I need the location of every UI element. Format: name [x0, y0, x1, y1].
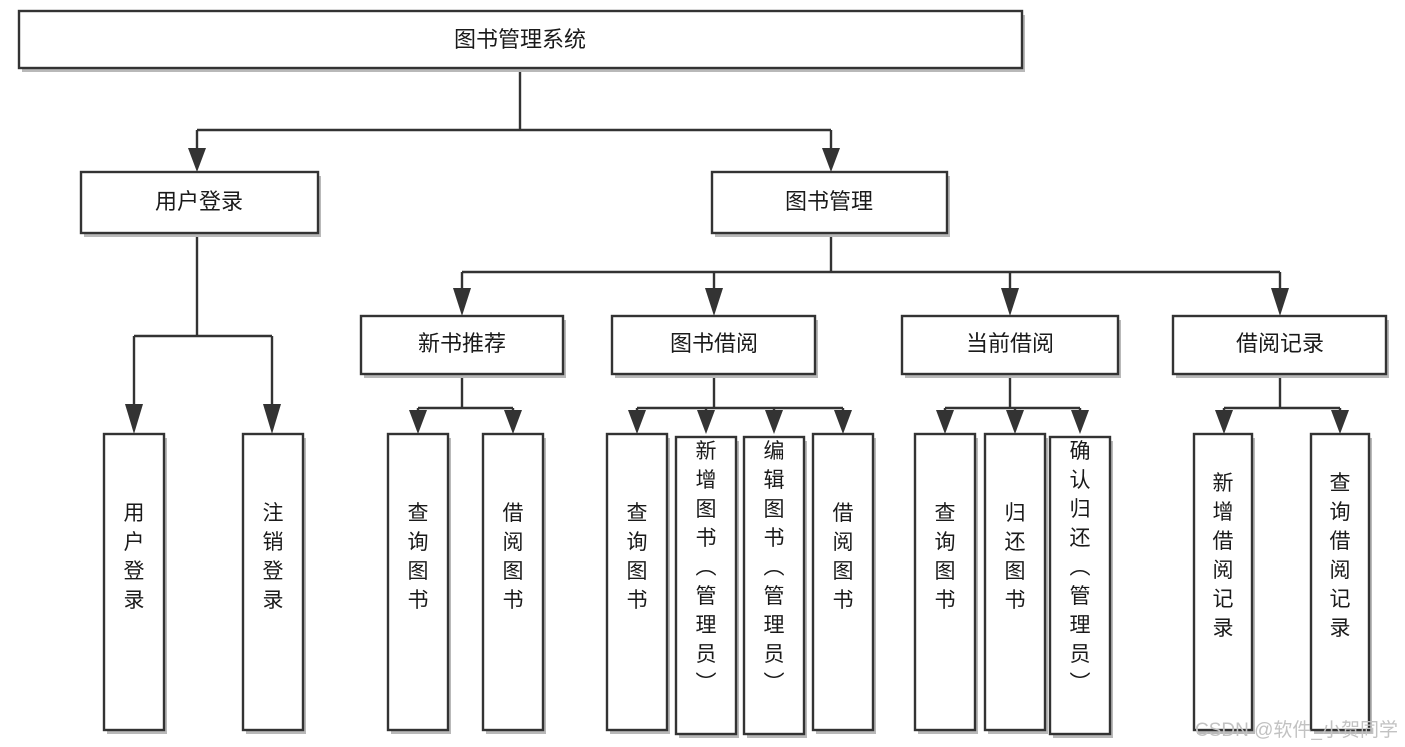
arrow-head-leaf-logout-login [263, 404, 281, 434]
arrow-head-leaf-query-record [1331, 410, 1349, 434]
arrow-head-leaf-borrow-book-1 [504, 410, 522, 434]
arrow-head-leaf-borrow-book-2 [834, 410, 852, 434]
leaf-confirm-return[interactable]: 确认归还︵管理员︶ [1048, 435, 1113, 738]
leaf-query-book-2-rect [605, 432, 669, 732]
leaf-edit-book-rect [742, 435, 806, 736]
node-current-borrow-label: 当前借阅 [966, 331, 1054, 356]
leaf-confirm-return-label: 确认归还︵管理员︶ [1070, 440, 1091, 695]
leaf-logout-login[interactable]: 注销登录 [241, 432, 306, 734]
leaf-query-book-1[interactable]: 查询图书 [386, 432, 451, 734]
leaf-user-login-rect [102, 432, 166, 732]
leaf-add-record[interactable]: 新增借阅记录 [1192, 432, 1255, 734]
leaf-edit-book[interactable]: 编辑图书︵管理员︶ [742, 435, 807, 738]
node-current-borrow[interactable]: 当前借阅 [900, 314, 1121, 378]
arrow-head-user-login [188, 148, 206, 172]
arrow-head-leaf-return-book [1006, 410, 1024, 434]
leaf-logout-login-label: 注销登录 [263, 502, 284, 612]
arrow-head-current-borrow [1001, 288, 1019, 316]
node-new-book-recommend[interactable]: 新书推荐 [359, 314, 566, 378]
arrow-head-leaf-query-book-3 [936, 410, 954, 434]
leaf-confirm-return-rect [1048, 435, 1112, 736]
node-book-borrow-label: 图书借阅 [670, 331, 758, 356]
arrow-head-leaf-query-book-2 [628, 410, 646, 434]
node-borrow-record[interactable]: 借阅记录 [1171, 314, 1389, 378]
watermark-label: CSDN @软件_小贺同学 [1195, 719, 1398, 741]
leaf-query-record-label: 查询借阅记录 [1330, 472, 1351, 640]
leaf-borrow-book-1-label: 借阅图书 [503, 502, 524, 612]
node-root-rect [17, 9, 1024, 70]
leaf-query-book-3-label: 查询图书 [935, 502, 956, 612]
leaf-borrow-book-1[interactable]: 借阅图书 [481, 432, 546, 734]
leaf-borrow-book-1-rect [481, 432, 545, 732]
node-root-label: 图书管理系统 [454, 27, 586, 52]
leaf-logout-login-rect [241, 432, 305, 732]
node-root[interactable]: 图书管理系统 [17, 9, 1025, 72]
leaf-add-record-rect [1192, 432, 1254, 732]
node-book-borrow[interactable]: 图书借阅 [610, 314, 818, 378]
node-new-book-recommend-rect [359, 314, 565, 376]
node-book-manage[interactable]: 图书管理 [710, 170, 950, 237]
arrow-head-leaf-user-login [125, 404, 143, 434]
leaf-query-book-3-rect [913, 432, 977, 732]
node-user-login[interactable]: 用户登录 [79, 170, 321, 237]
leaf-add-book-rect [674, 435, 738, 736]
arrow-head-leaf-query-book-1 [409, 410, 427, 434]
arrow-head-borrow-record [1271, 288, 1289, 316]
connector-layer [125, 68, 1349, 434]
leaf-return-book[interactable]: 归还图书 [983, 432, 1048, 734]
leaf-query-book-3[interactable]: 查询图书 [913, 432, 978, 734]
leaf-borrow-book-2[interactable]: 借阅图书 [811, 432, 876, 734]
node-user-login-rect [79, 170, 320, 235]
node-borrow-record-rect [1171, 314, 1388, 376]
leaf-add-book[interactable]: 新增图书︵管理员︶ [674, 435, 739, 738]
leaf-add-book-label: 新增图书︵管理员︶ [696, 440, 717, 695]
arrow-head-new-book-recommend [453, 288, 471, 316]
arrow-head-leaf-edit-book [765, 410, 783, 434]
leaf-add-record-label: 新增借阅记录 [1213, 472, 1234, 640]
leaf-return-book-label: 归还图书 [1005, 502, 1026, 612]
leaf-query-record[interactable]: 查询借阅记录 [1309, 432, 1372, 734]
leaf-query-record-rect [1309, 432, 1371, 732]
leaf-query-book-2[interactable]: 查询图书 [605, 432, 670, 734]
arrow-head-leaf-add-record [1215, 410, 1233, 434]
node-new-book-recommend-label: 新书推荐 [418, 331, 506, 356]
arrow-head-leaf-add-book [697, 410, 715, 434]
node-book-borrow-rect [610, 314, 817, 376]
leaf-user-login-label: 用户登录 [124, 502, 145, 612]
leaf-borrow-book-2-label: 借阅图书 [833, 502, 854, 612]
node-book-manage-label: 图书管理 [785, 189, 873, 214]
arrow-head-book-manage [822, 148, 840, 172]
leaf-query-book-2-label: 查询图书 [627, 502, 648, 612]
arrow-head-book-borrow [705, 288, 723, 316]
leaf-borrow-book-2-rect [811, 432, 875, 732]
node-user-login-label: 用户登录 [155, 189, 243, 214]
leaf-query-book-1-label: 查询图书 [408, 502, 429, 612]
node-borrow-record-label: 借阅记录 [1236, 331, 1324, 356]
leaf-user-login[interactable]: 用户登录 [102, 432, 167, 734]
leaf-edit-book-label: 编辑图书︵管理员︶ [764, 440, 785, 695]
leaf-query-book-1-rect [386, 432, 450, 732]
node-current-borrow-rect [900, 314, 1120, 376]
arrow-head-leaf-confirm-return [1071, 410, 1089, 434]
node-book-manage-rect [710, 170, 949, 235]
leaf-return-book-rect [983, 432, 1047, 732]
